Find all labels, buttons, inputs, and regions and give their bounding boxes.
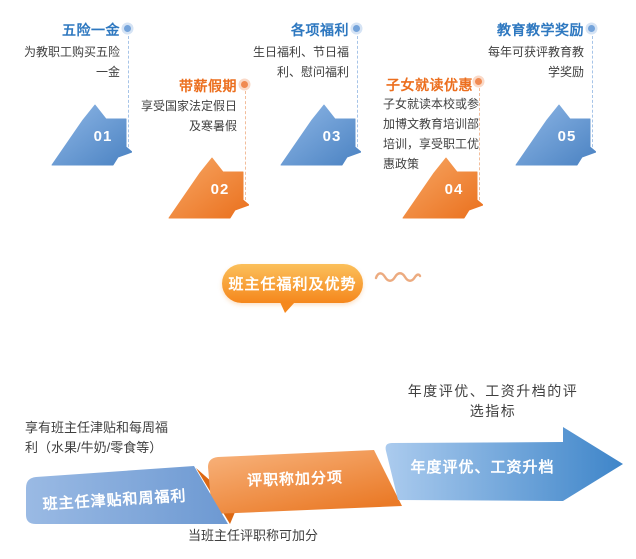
step1-arrow-shape: 01 (51, 104, 132, 166)
step4-number: 04 (445, 181, 464, 198)
step1-title: 五险一金 (62, 22, 120, 38)
step5-desc: 每年可获评教育教 学奖励 (487, 45, 584, 79)
step1-marker-dot-icon (124, 25, 131, 32)
step5-number: 05 (558, 128, 577, 145)
step1-desc: 为教职工购买五险 一金 (23, 45, 120, 79)
segment3-label: 年度评优、工资升档 (410, 459, 555, 476)
step4-dashed-connector (479, 88, 480, 205)
ribbon-segment1-shape (26, 466, 228, 524)
section-banner: 班主任福利及优势 (222, 264, 363, 313)
step3-desc: 生日福利、节日福 利、慰问福利 (252, 45, 349, 79)
step5-marker-dot-icon (588, 25, 595, 32)
ribbon-segment2-shape (208, 450, 402, 514)
step2-number: 02 (211, 181, 230, 198)
note-left: 享有班主任津贴和每周福 利（水果/牛奶/零食等） (25, 420, 169, 455)
step2-title: 带薪假期 (179, 78, 237, 94)
step2-marker-dot-icon (241, 81, 248, 88)
step3-dashed-connector (357, 36, 358, 152)
big-arrow-shape (385, 427, 623, 501)
step4-desc: 子女就读本校或参 加博文教育培训部 培训，享受职工优 惠政策 (383, 97, 480, 171)
step2-arrow-shape: 02 (168, 157, 249, 219)
step5-arrow-shape: 05 (515, 104, 596, 166)
note-top-right: 年度评优、工资升档的评 选指标 (407, 383, 579, 419)
step3-title: 各项福利 (291, 22, 349, 38)
step2-desc: 享受国家法定假日 及寒暑假 (140, 99, 237, 133)
step3-marker-dot-icon (353, 25, 360, 32)
step1-dashed-connector (128, 36, 129, 152)
note-bottom: 当班主任评职称可加分 (188, 528, 319, 543)
step1-number: 01 (94, 128, 113, 145)
bottom-ribbon-diagram (26, 427, 623, 524)
step3-arrow-shape: 03 (280, 104, 361, 166)
step5-dashed-connector (592, 36, 593, 152)
step4-title: 子女就读优惠 (386, 77, 473, 93)
step2-dashed-connector (245, 91, 246, 205)
banner-tail-icon (280, 302, 295, 313)
step4-marker-dot-icon (475, 78, 482, 85)
banner-label: 班主任福利及优势 (228, 276, 357, 293)
step3-number: 03 (323, 128, 342, 145)
step4-arrow-shape: 04 (402, 157, 483, 219)
squiggle-icon (374, 272, 422, 282)
step5-title: 教育教学奖励 (497, 22, 584, 38)
